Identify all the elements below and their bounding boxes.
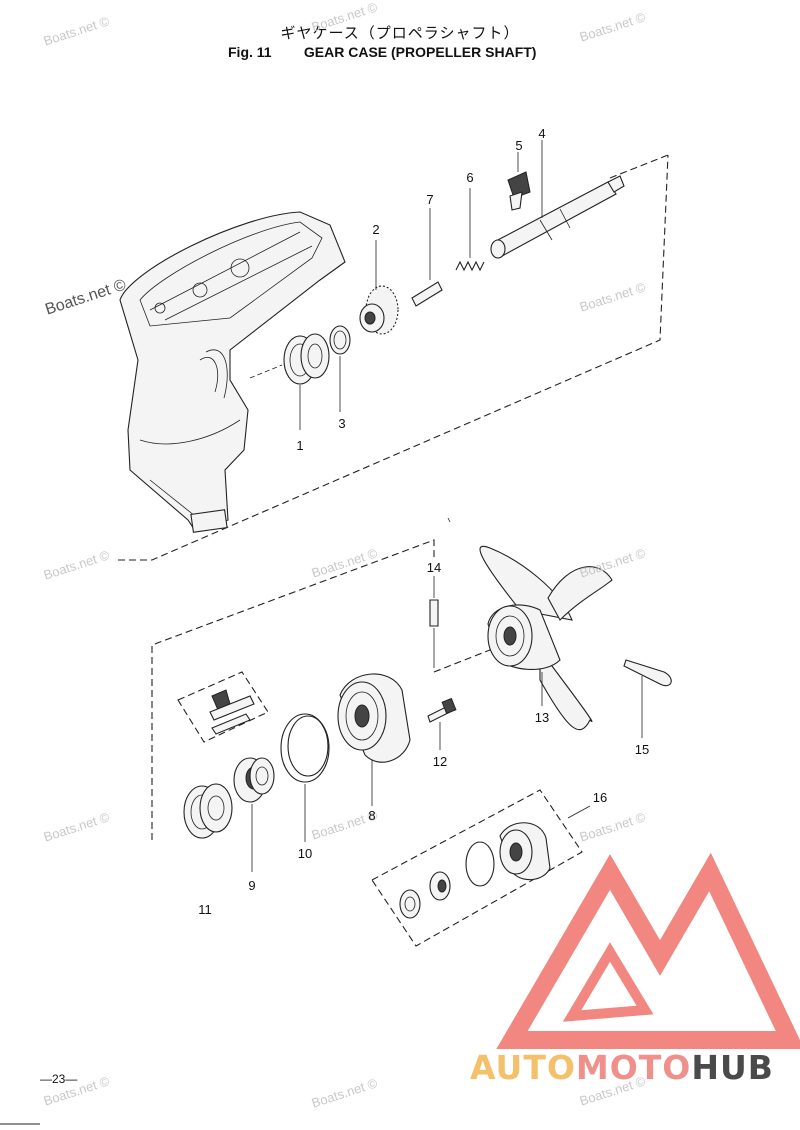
part-7-pin xyxy=(411,281,443,307)
part-1-bearing xyxy=(283,333,330,385)
brand-part-auto: AUTO xyxy=(470,1048,576,1087)
lower-assembly-frame xyxy=(151,539,435,840)
callout-4: 4 xyxy=(538,126,546,141)
part-12-bolt xyxy=(427,697,457,723)
callout-11: 11 xyxy=(198,902,212,917)
page-title: Fig. 11 GEAR CASE (PROPELLER SHAFT) xyxy=(228,44,536,60)
callout-7: 7 xyxy=(426,192,434,207)
part-11-bearing xyxy=(183,783,233,839)
callout-12: 12 xyxy=(432,754,448,769)
brand-part-hub: HUB xyxy=(691,1048,774,1087)
callout-2: 2 xyxy=(372,222,380,237)
lower-frame-right xyxy=(433,645,501,673)
gear-case-housing xyxy=(119,211,346,533)
callout-8: 8 xyxy=(368,808,376,823)
callout-9: 9 xyxy=(248,878,256,893)
part-16-subassembly xyxy=(399,822,551,919)
upper-frame-top xyxy=(609,154,669,179)
callout-15: 15 xyxy=(634,742,650,757)
callout-16: 16 xyxy=(592,790,608,805)
part-5-clutch xyxy=(507,171,531,211)
brand-part-moto: MOTO xyxy=(575,1048,692,1087)
upper-assembly-frame xyxy=(118,154,669,561)
callout-6: 6 xyxy=(466,170,474,185)
part-14-pin xyxy=(429,599,439,627)
part-3-shim xyxy=(329,325,351,355)
part-8-bearing-housing xyxy=(337,673,411,763)
part-13-propeller xyxy=(479,545,613,731)
page-title-japanese: ギヤケース（プロペラシャフト） xyxy=(280,24,520,42)
callout-13: 13 xyxy=(534,710,550,725)
figure-number: Fig. 11 xyxy=(228,44,272,60)
part-6-spring xyxy=(455,260,485,272)
part-4-propeller-shaft xyxy=(490,175,625,259)
part-16-subassembly-box xyxy=(371,789,583,947)
part-15-cotter-pin xyxy=(623,659,672,687)
kit-parts xyxy=(209,689,255,735)
callout-3: 3 xyxy=(338,416,346,431)
callout-14: 14 xyxy=(426,560,442,575)
part-2-gear xyxy=(359,285,399,335)
figure-title: GEAR CASE (PROPELLER SHAFT) xyxy=(303,44,537,60)
brand-wordmark: AUTOMOTOHUB xyxy=(470,1048,774,1087)
brand-logo-mark xyxy=(496,852,800,1049)
page-number: —23— xyxy=(40,1072,78,1086)
part-10-o-ring xyxy=(280,713,330,783)
part-kit-box xyxy=(177,671,269,743)
part-9-oil-seal xyxy=(233,757,275,803)
callout-5: 5 xyxy=(515,138,523,153)
callout-10: 10 xyxy=(297,846,313,861)
callout-1: 1 xyxy=(296,438,304,453)
